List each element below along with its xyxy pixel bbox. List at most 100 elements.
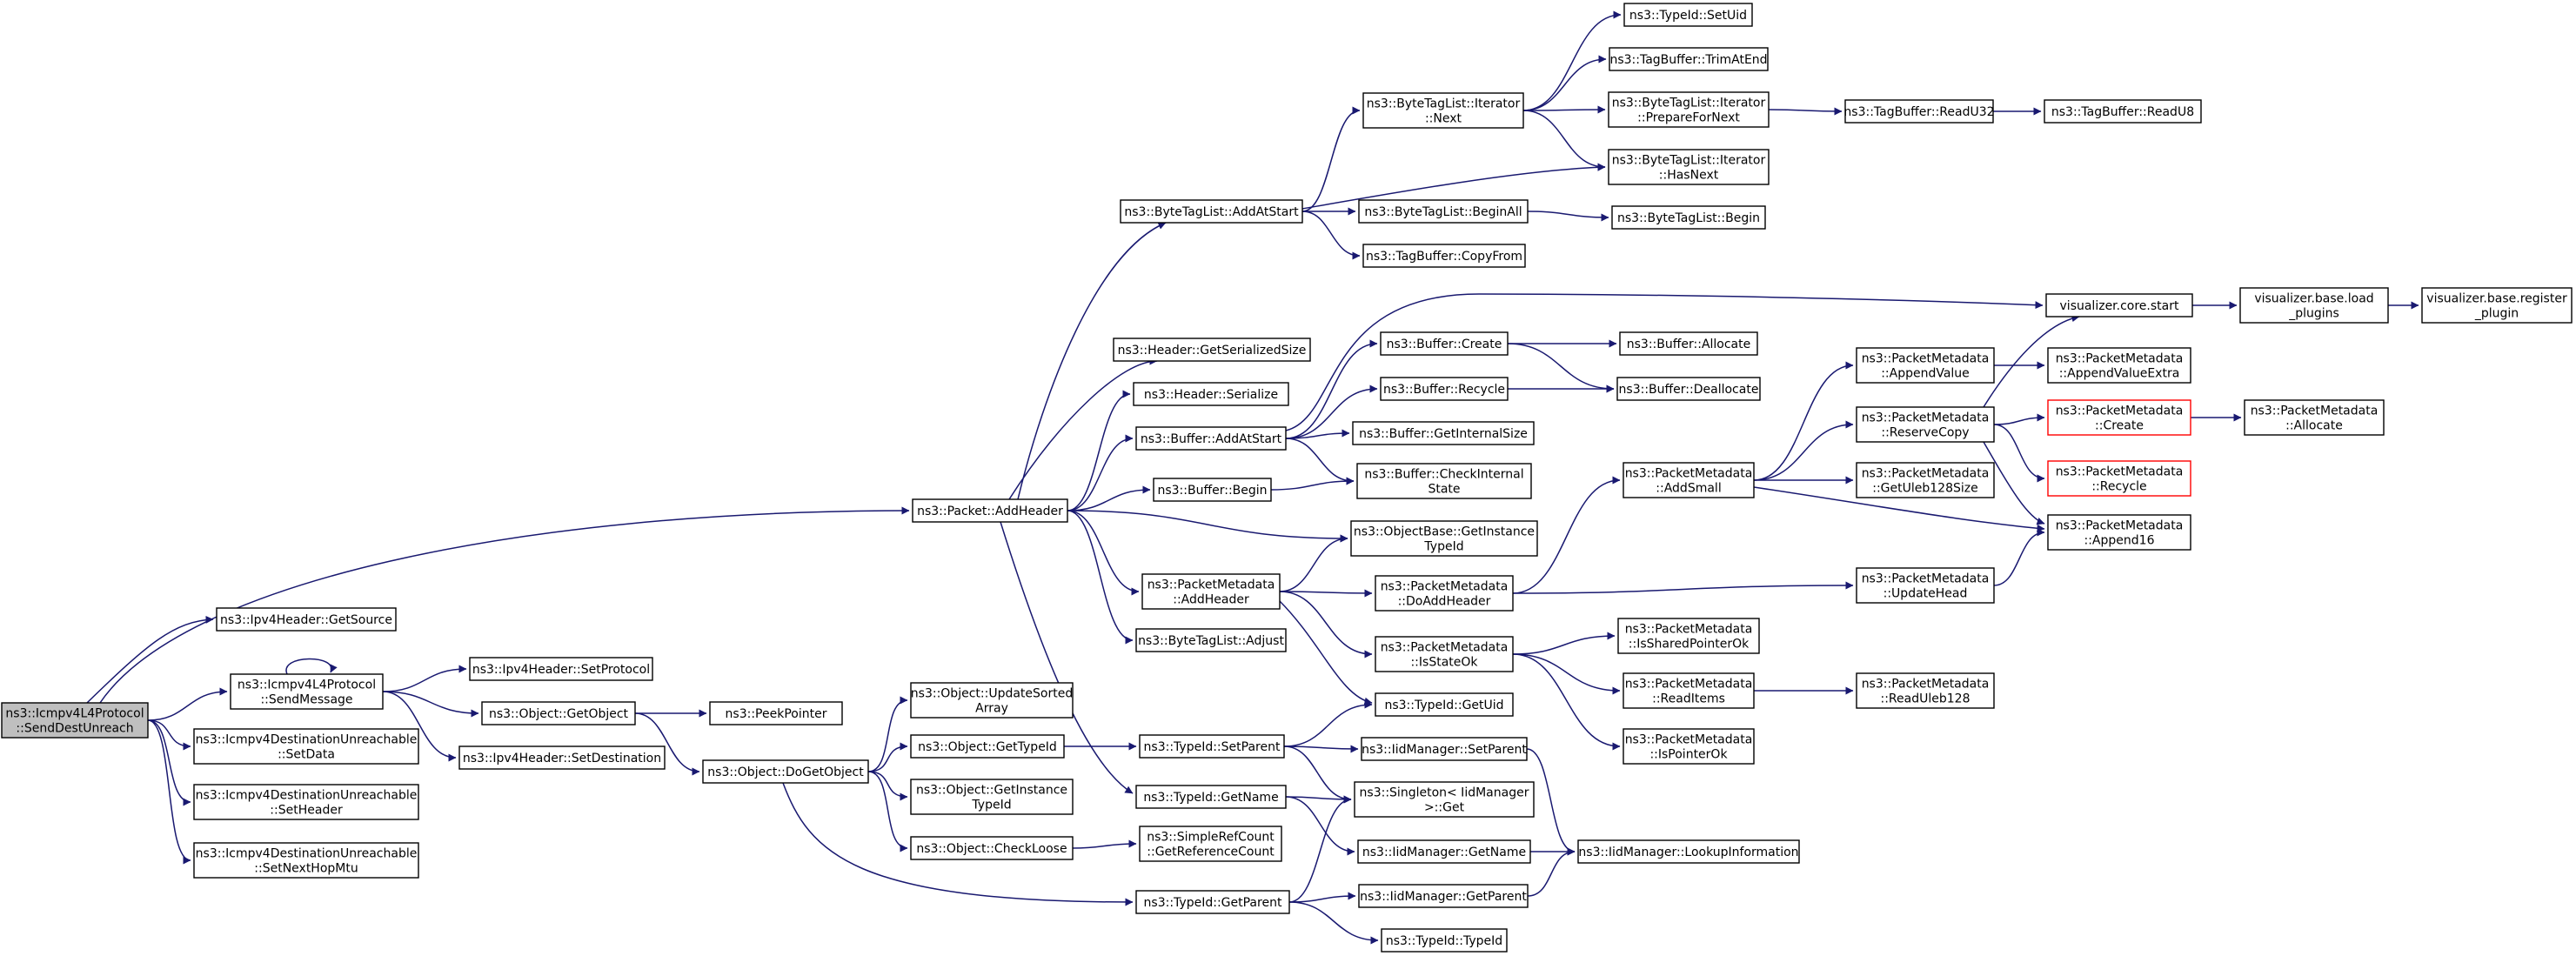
node-pm-reserve-copy[interactable]: ns3::PacketMetadata::ReserveCopy bbox=[1856, 406, 1995, 443]
node-box bbox=[1113, 338, 1311, 362]
edge-add-header-to-ob-get-instance-type-id bbox=[1067, 510, 1348, 543]
node-pm-is-shared-pointer-ok[interactable]: ns3::PacketMetadata::IsSharedPointerOk bbox=[1617, 618, 1760, 654]
node-pm-allocate[interactable]: ns3::PacketMetadata::Allocate bbox=[2244, 399, 2385, 436]
node-hdr-get-serialized-size[interactable]: ns3::Header::GetSerializedSize bbox=[1113, 338, 1311, 362]
node-label: ::Next bbox=[1425, 112, 1462, 126]
node-label: ns3::Icmpv4L4Protocol bbox=[5, 707, 144, 721]
node-set-header[interactable]: ns3::Icmpv4DestinationUnreachable::SetHe… bbox=[193, 784, 419, 820]
edge-tid-set-parent-to-tid-get-uid bbox=[1283, 700, 1373, 747]
node-box bbox=[1139, 734, 1285, 759]
node-pm-recycle[interactable]: ns3::PacketMetadata::Recycle bbox=[2047, 460, 2191, 497]
edge-send-message-to-set-destination bbox=[382, 691, 457, 762]
node-label: ::IsPointerOk bbox=[1649, 748, 1728, 762]
node-pm-append-value-extra[interactable]: ns3::PacketMetadata::AppendValueExtra bbox=[2047, 347, 2191, 384]
node-iid-lookup-information[interactable]: ns3::IidManager::LookupInformation bbox=[1577, 839, 1800, 864]
node-tb-read-u8[interactable]: ns3::TagBuffer::ReadU8 bbox=[2044, 99, 2202, 124]
node-btl-add-at-start[interactable]: ns3::ByteTagList::AddAtStart bbox=[1120, 199, 1303, 224]
node-box bbox=[2047, 347, 2191, 384]
node-buf-deallocate[interactable]: ns3::Buffer::Deallocate bbox=[1616, 377, 1761, 401]
node-box bbox=[1380, 377, 1509, 401]
node-pm-create[interactable]: ns3::PacketMetadata::Create bbox=[2047, 399, 2191, 436]
node-it-next[interactable]: ns3::ByteTagList::Iterator::Next bbox=[1362, 92, 1524, 129]
node-set-protocol[interactable]: ns3::Ipv4Header::SetProtocol bbox=[469, 657, 653, 681]
node-root[interactable]: ns3::Icmpv4L4Protocol::SendDestUnreach bbox=[1, 702, 149, 739]
node-tb-read-u32[interactable]: ns3::TagBuffer::ReadU32 bbox=[1843, 99, 1995, 124]
node-label: ::AppendValueExtra bbox=[2059, 367, 2180, 381]
node-add-header[interactable]: ns3::Packet::AddHeader bbox=[912, 498, 1068, 523]
node-box bbox=[1361, 737, 1528, 761]
node-btl-adjust[interactable]: ns3::ByteTagList::Adjust bbox=[1135, 628, 1287, 652]
node-buf-add-at-start[interactable]: ns3::Buffer::AddAtStart bbox=[1135, 426, 1287, 451]
node-check-loose[interactable]: ns3::Object::CheckLoose bbox=[910, 836, 1074, 860]
node-do-get-object[interactable]: ns3::Object::DoGetObject bbox=[702, 759, 869, 784]
node-send-message[interactable]: ns3::Icmpv4L4Protocol::SendMessage bbox=[230, 673, 384, 710]
node-iid-set-parent[interactable]: ns3::IidManager::SetParent bbox=[1361, 737, 1528, 761]
node-viz-load-plugins[interactable]: visualizer.base.load_plugins bbox=[2239, 287, 2389, 324]
node-pm-read-uleb128[interactable]: ns3::PacketMetadata::ReadUleb128 bbox=[1856, 672, 1995, 709]
node-set-next-hop-mtu[interactable]: ns3::Icmpv4DestinationUnreachable::SetNe… bbox=[193, 842, 419, 879]
node-box bbox=[2047, 460, 2191, 497]
node-it-prepare-for-next[interactable]: ns3::ByteTagList::Iterator::PrepareForNe… bbox=[1608, 91, 1770, 128]
node-obj-get-type-id[interactable]: ns3::Object::GetTypeId bbox=[910, 734, 1065, 759]
node-pm-add-small[interactable]: ns3::PacketMetadata::AddSmall bbox=[1623, 462, 1755, 498]
node-pm-get-uleb128-size[interactable]: ns3::PacketMetadata::GetUleb128Size bbox=[1856, 462, 1995, 498]
edge-iid-get-parent-to-iid-lookup-information bbox=[1527, 847, 1576, 897]
node-set-destination[interactable]: ns3::Ipv4Header::SetDestination bbox=[458, 745, 666, 770]
node-box bbox=[1141, 573, 1281, 610]
edge-buf-begin-to-buf-check-internal-state bbox=[1270, 477, 1355, 491]
node-pm-do-add-header[interactable]: ns3::PacketMetadata::DoAddHeader bbox=[1375, 575, 1514, 612]
edges-layer bbox=[86, 10, 2419, 945]
node-box bbox=[193, 728, 419, 765]
node-viz-register-plugin[interactable]: visualizer.base.register_plugin bbox=[2421, 287, 2573, 324]
node-get-source[interactable]: ns3::Ipv4Header::GetSource bbox=[216, 607, 397, 632]
node-btl-begin-all[interactable]: ns3::ByteTagList::BeginAll bbox=[1358, 199, 1529, 224]
node-buf-create[interactable]: ns3::Buffer::Create bbox=[1380, 331, 1509, 356]
node-btl-begin[interactable]: ns3::ByteTagList::Begin bbox=[1611, 205, 1766, 230]
node-hdr-serialize[interactable]: ns3::Header::Serialize bbox=[1133, 382, 1289, 406]
node-buf-begin[interactable]: ns3::Buffer::Begin bbox=[1153, 478, 1272, 502]
edge-tid-set-parent-to-iid-set-parent bbox=[1283, 745, 1359, 753]
node-box bbox=[910, 779, 1074, 815]
node-singleton-get[interactable]: ns3::Singleton< IidManager >::Get bbox=[1354, 781, 1535, 818]
node-tid-type-id[interactable]: ns3::TypeId::TypeId bbox=[1381, 928, 1508, 953]
node-pm-read-items[interactable]: ns3::PacketMetadata::ReadItems bbox=[1623, 672, 1755, 709]
edge-it-next-to-it-has-next bbox=[1522, 110, 1606, 171]
node-tid-get-name[interactable]: ns3::TypeId::GetName bbox=[1135, 785, 1287, 809]
node-tid-get-parent[interactable]: ns3::TypeId::GetParent bbox=[1135, 890, 1290, 914]
node-tid-set-parent[interactable]: ns3::TypeId::SetParent bbox=[1139, 734, 1285, 759]
edge-pm-reserve-copy-to-pm-append16 bbox=[1983, 441, 2045, 525]
node-get-ref-count[interactable]: ns3::SimpleRefCount::GetReferenceCount bbox=[1139, 826, 1282, 862]
edge-tid-get-name-to-iid-get-name bbox=[1285, 796, 1355, 856]
node-pm-update-head[interactable]: ns3::PacketMetadata::UpdateHead bbox=[1856, 567, 1995, 604]
node-set-data[interactable]: ns3::Icmpv4DestinationUnreachable::SetDa… bbox=[193, 728, 419, 765]
node-buf-recycle[interactable]: ns3::Buffer::Recycle bbox=[1380, 377, 1509, 401]
node-label: ns3::PeekPointer bbox=[726, 707, 827, 721]
node-label: ns3::PacketMetadata bbox=[1862, 678, 1990, 692]
edge-root-to-add-header bbox=[99, 506, 910, 704]
node-tb-trim-at-end[interactable]: ns3::TagBuffer::TrimAtEnd bbox=[1609, 47, 1769, 71]
node-viz-core-start[interactable]: visualizer.core.start bbox=[2045, 293, 2193, 318]
node-iid-get-parent[interactable]: ns3::IidManager::GetParent bbox=[1358, 884, 1529, 908]
node-pm-append16[interactable]: ns3::PacketMetadata::Append16 bbox=[2047, 514, 2191, 551]
node-iid-get-name[interactable]: ns3::IidManager::GetName bbox=[1357, 839, 1531, 864]
edge-buf-add-at-start-to-buf-check-internal-state bbox=[1285, 438, 1355, 485]
node-tid-set-uid[interactable]: ns3::TypeId::SetUid bbox=[1623, 3, 1753, 27]
node-tb-copy-from[interactable]: ns3::TagBuffer::CopyFrom bbox=[1362, 244, 1526, 268]
node-it-has-next[interactable]: ns3::ByteTagList::Iterator::HasNext bbox=[1608, 149, 1770, 185]
node-pm-append-value[interactable]: ns3::PacketMetadata::AppendValue bbox=[1856, 347, 1995, 384]
node-peek-pointer[interactable]: ns3::PeekPointer bbox=[709, 701, 843, 725]
node-tid-get-uid[interactable]: ns3::TypeId::GetUid bbox=[1375, 692, 1514, 717]
node-label: ns3::Icmpv4DestinationUnreachable bbox=[196, 847, 418, 861]
node-pm-is-pointer-ok[interactable]: ns3::PacketMetadata::IsPointerOk bbox=[1623, 728, 1755, 765]
node-box bbox=[1609, 47, 1769, 71]
node-buf-get-internal-size[interactable]: ns3::Buffer::GetInternalSize bbox=[1352, 421, 1535, 445]
node-label: ::UpdateHead bbox=[1883, 587, 1968, 601]
node-pm-is-state-ok[interactable]: ns3::PacketMetadata::IsStateOk bbox=[1375, 636, 1514, 672]
node-pm-add-header[interactable]: ns3::PacketMetadata::AddHeader bbox=[1141, 573, 1281, 610]
node-buf-allocate[interactable]: ns3::Buffer::Allocate bbox=[1619, 331, 1758, 356]
node-get-object[interactable]: ns3::Object::GetObject bbox=[481, 701, 636, 725]
